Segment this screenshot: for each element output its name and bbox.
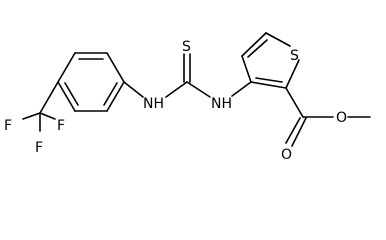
bond <box>57 52 76 83</box>
bond <box>265 32 291 47</box>
thiophene-ring: S <box>241 32 300 89</box>
benzene-ring <box>57 52 125 112</box>
oxygen-label: O <box>336 110 347 126</box>
nh-label: NH <box>143 96 164 112</box>
double-bond-inner <box>103 82 118 106</box>
amine-left: NH <box>123 81 188 112</box>
nh-label: NH <box>211 96 232 112</box>
bond <box>241 55 252 83</box>
sulfur-label: S <box>182 39 191 55</box>
fluorine-label: F <box>57 118 65 134</box>
oxygen-label: O <box>281 147 292 163</box>
bond <box>231 81 252 97</box>
bond <box>186 81 211 98</box>
bond <box>106 81 125 112</box>
molecule-structure-diagram: F F F NH S NH S O O <box>4 32 371 163</box>
bond <box>250 81 287 89</box>
bond <box>285 59 300 89</box>
fluorine-label: F <box>4 118 12 134</box>
trifluoromethyl-group: F F F <box>4 81 65 156</box>
bond <box>39 81 59 114</box>
bond <box>57 81 76 112</box>
thiocarbonyl-group: S <box>182 39 191 83</box>
bond <box>39 112 56 120</box>
amine-right: NH <box>186 81 252 112</box>
double-bond-inner <box>64 82 79 106</box>
bond <box>22 112 41 120</box>
double-bond-inner <box>255 77 283 83</box>
double-bond <box>291 117 307 147</box>
fluorine-label: F <box>35 140 43 156</box>
double-bond <box>285 117 301 144</box>
bond <box>165 81 188 98</box>
sulfur-label: S <box>290 48 299 64</box>
bond <box>123 81 144 98</box>
bond <box>106 52 125 83</box>
bond <box>241 32 267 57</box>
bond <box>285 87 304 118</box>
methyl-ester-group: O O <box>281 87 371 163</box>
double-bond-inner <box>247 39 268 58</box>
